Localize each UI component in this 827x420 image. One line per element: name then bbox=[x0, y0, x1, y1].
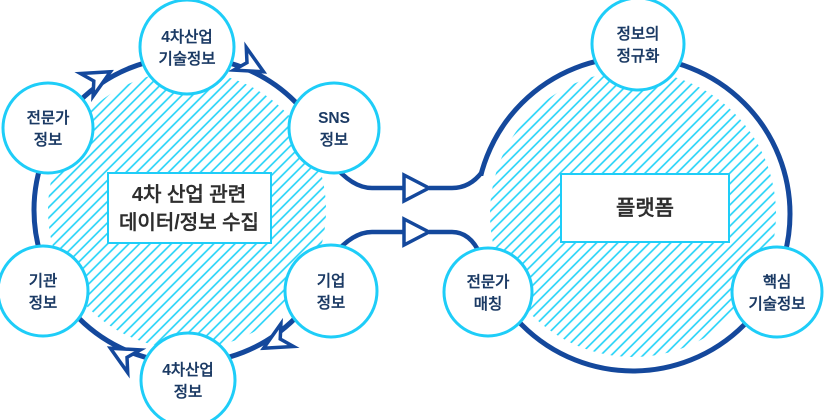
cycle-arrowhead-top-right-icon bbox=[227, 41, 268, 74]
satellite-core-tech-info: 핵심 기술정보 bbox=[730, 245, 824, 339]
satellite-circle bbox=[138, 0, 236, 96]
left-center-label: 4차 산업 관련 bbox=[132, 183, 246, 206]
left-center-label-box: 4차 산업 관련 데이터/정보 수집 bbox=[107, 172, 272, 244]
cycle-arrowhead-top-left-icon bbox=[74, 69, 114, 103]
satellite-expert-matching: 전문가 매칭 bbox=[442, 246, 534, 338]
satellite-label: 기술정보 bbox=[748, 295, 805, 313]
satellite-circle bbox=[730, 245, 824, 339]
satellite-circle bbox=[0, 244, 90, 338]
satellite-label: 4차산업 bbox=[162, 361, 213, 379]
satellite-label: 핵심 bbox=[763, 273, 792, 291]
satellite-label: 정보 bbox=[174, 383, 203, 401]
satellite-label: 정보 bbox=[320, 131, 349, 149]
label-box-rect bbox=[107, 172, 272, 244]
right-border-gap bbox=[468, 176, 485, 252]
satellite-label: 정보 bbox=[317, 294, 346, 312]
left-center-label: 데이터/정보 수집 bbox=[119, 211, 259, 234]
satellite-label: SNS bbox=[318, 110, 350, 127]
satellite-label: 정보 bbox=[29, 294, 58, 312]
satellite-circle bbox=[590, 0, 686, 92]
satellite-circle bbox=[1, 81, 95, 175]
satellite-label: 4차산업 bbox=[161, 28, 212, 46]
satellite-label: 기술정보 bbox=[158, 50, 215, 68]
label-box-rect bbox=[560, 173, 730, 243]
bottom-flow-arrowhead-icon bbox=[402, 216, 433, 248]
satellite-label: 전문가 bbox=[467, 273, 511, 291]
satellite-industry4-info: 4차산업 정보 bbox=[139, 331, 237, 420]
right-center-label-box: 플랫폼 bbox=[560, 173, 730, 243]
satellite-label: 기업 bbox=[317, 272, 346, 290]
cycle-arrowhead-bottom-left-icon bbox=[106, 346, 147, 379]
satellite-label: 정규화 bbox=[617, 46, 661, 65]
satellite-circle bbox=[139, 331, 237, 420]
satellite-circle bbox=[283, 243, 379, 339]
platform-label: 플랫폼 bbox=[616, 197, 674, 220]
left-border-gap bbox=[330, 172, 346, 248]
satellite-label: 정보의 bbox=[617, 25, 660, 43]
satellite-company-info: 기업 정보 bbox=[283, 243, 379, 339]
satellite-label: 기관 bbox=[29, 272, 58, 290]
satellite-label: 정보 bbox=[34, 131, 63, 149]
satellite-expert-info: 전문가 정보 bbox=[1, 81, 95, 175]
satellite-info-normalization: 정보의 정규화 bbox=[590, 0, 686, 92]
satellite-circle bbox=[442, 246, 534, 338]
satellite-circle bbox=[287, 81, 381, 175]
cycle-arrowhead-bottom-right-icon bbox=[260, 317, 300, 351]
top-flow-arrowhead-icon bbox=[402, 172, 433, 204]
satellite-label: 전문가 bbox=[27, 109, 71, 127]
satellite-label: 매칭 bbox=[474, 294, 503, 313]
satellite-agency-info: 기관 정보 bbox=[0, 244, 90, 338]
satellite-sns-info: SNS 정보 bbox=[287, 81, 381, 175]
satellite-industry4-tech-info: 4차산업 기술정보 bbox=[138, 0, 236, 96]
